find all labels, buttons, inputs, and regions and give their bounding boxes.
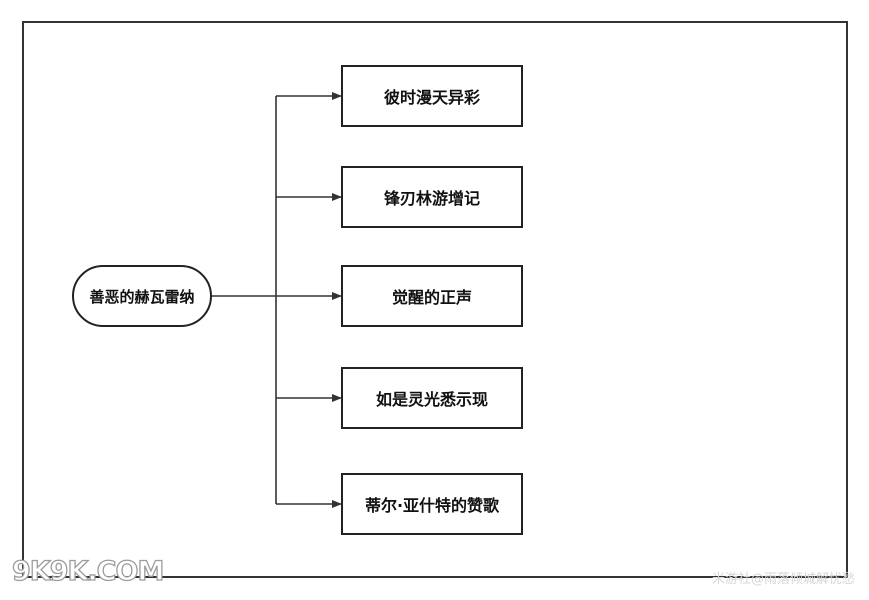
- root-node-label: 善恶的赫瓦雷纳: [89, 287, 195, 306]
- diagram-frame: [22, 21, 848, 578]
- credit-watermark: 米游社@雨落倾城解忧愁: [711, 572, 855, 587]
- child-node-2[interactable]: 锋刃林游增记: [341, 166, 523, 228]
- child-node-3[interactable]: 觉醒的正声: [341, 265, 523, 327]
- child-node-label: 彼时漫天异彩: [383, 88, 480, 107]
- child-node-5[interactable]: 蒂尔·亚什特的赞歌: [341, 473, 523, 535]
- root-node[interactable]: 善恶的赫瓦雷纳: [72, 265, 212, 327]
- site-watermark: 9K9K.COM: [11, 555, 165, 587]
- child-node-1[interactable]: 彼时漫天异彩: [341, 65, 523, 127]
- child-node-label: 觉醒的正声: [391, 288, 472, 307]
- child-node-4[interactable]: 如是灵光悉示现: [341, 367, 523, 429]
- child-node-label: 蒂尔·亚什特的赞歌: [364, 496, 500, 515]
- child-node-label: 锋刃林游增记: [383, 189, 480, 208]
- child-node-label: 如是灵光悉示现: [375, 390, 488, 409]
